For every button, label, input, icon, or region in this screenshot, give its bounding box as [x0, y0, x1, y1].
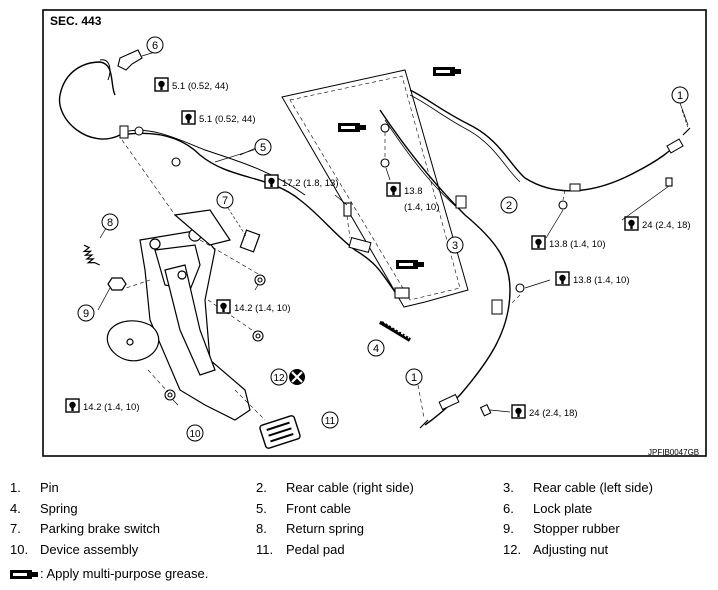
- legend-item: 12.Adjusting nut: [503, 542, 609, 557]
- grease-icon: [10, 570, 38, 580]
- svg-text:7: 7: [222, 195, 228, 207]
- stopper-rubber: [107, 277, 127, 291]
- torque-wrench-icon: [386, 182, 401, 197]
- svg-text:4: 4: [373, 343, 379, 355]
- torque-wrench-icon: [264, 174, 279, 189]
- legend-item: 6.Lock plate: [503, 501, 593, 516]
- torque-label: 13.8 (1.4, 10): [549, 239, 606, 250]
- svg-text:3: 3: [452, 240, 458, 252]
- callout-1-bottom: 1: [405, 368, 423, 386]
- legend-item: 2.Rear cable (right side): [256, 480, 414, 495]
- callout-7: 7: [216, 191, 234, 209]
- figure-code: JPFIB0047GB: [648, 448, 699, 457]
- grease-icon: [433, 67, 461, 76]
- torque-label: 5.1 (0.52, 44): [172, 81, 229, 92]
- svg-text:1: 1: [411, 372, 417, 384]
- legend-item: 7.Parking brake switch: [10, 521, 160, 536]
- torque-label: 24 (2.4, 18): [642, 220, 691, 231]
- torque-label: (1.4, 10): [404, 202, 439, 213]
- svg-text:1: 1: [677, 90, 683, 102]
- torque-wrench-icon: [624, 216, 639, 231]
- legend-item: 4.Spring: [10, 501, 78, 516]
- svg-text:5: 5: [260, 142, 266, 154]
- grease-note-text: : Apply multi-purpose grease.: [40, 566, 209, 581]
- grease-icon: [338, 123, 366, 132]
- torque-label: 14.2 (1.4, 10): [83, 402, 140, 413]
- svg-text:12: 12: [273, 373, 285, 384]
- svg-text:11: 11: [325, 416, 336, 427]
- torque-wrench-icon: [154, 77, 169, 92]
- callout-4: 4: [367, 339, 385, 357]
- svg-text:10: 10: [189, 429, 201, 440]
- detail-inset-outline: [281, 69, 469, 308]
- svg-text:2: 2: [506, 200, 512, 212]
- legend-item: 11.Pedal pad: [256, 542, 345, 557]
- callout-1-right: 1: [671, 86, 689, 104]
- torque-label: 24 (2.4, 18): [529, 408, 578, 419]
- callout-11: 11: [321, 411, 339, 429]
- diagram-frame: [42, 9, 707, 457]
- rear-cable-right: [409, 89, 681, 192]
- svg-text:8: 8: [107, 217, 113, 229]
- legend-item: 5.Front cable: [256, 501, 352, 516]
- torque-wrench-icon: [511, 404, 526, 419]
- svg-text:6: 6: [152, 40, 158, 52]
- torque-wrench-icon: [555, 271, 570, 286]
- lock-plate: [117, 49, 143, 71]
- grease-note: : Apply multi-purpose grease.: [10, 566, 208, 581]
- callout-12: 12: [270, 368, 288, 386]
- torque-label: 14.2 (1.4, 10): [234, 303, 291, 314]
- callout-6: 6: [146, 36, 164, 54]
- pedal-device-assembly: [106, 209, 251, 421]
- torque-label: 13.8 (1.4, 10): [573, 275, 630, 286]
- grease-icon: [396, 260, 424, 269]
- front-cable: [58, 61, 121, 140]
- callout-2: 2: [500, 196, 518, 214]
- parking-brake-switch: [227, 207, 261, 253]
- pedal-pad: [259, 415, 301, 449]
- legend-item: 1.Pin: [10, 480, 59, 495]
- legend-item: 8.Return spring: [256, 521, 365, 536]
- return-spring: [82, 244, 100, 266]
- legend-item: 3.Rear cable (left side): [503, 480, 653, 495]
- torque-label: 13.8: [404, 186, 423, 197]
- torque-wrench-icon: [65, 398, 80, 413]
- parking-brake-diagram: SEC. 443 JPFIB0047GB: [42, 9, 707, 457]
- torque-wrench-icon: [181, 110, 196, 125]
- torque-label: 5.1 (0.52, 44): [199, 114, 256, 125]
- callout-8: 8: [101, 213, 119, 231]
- callout-9: 9: [77, 304, 95, 322]
- torque-wrench-icon: [531, 235, 546, 250]
- do-not-reuse-icon: [289, 369, 305, 385]
- callout-3: 3: [446, 236, 464, 254]
- svg-text:9: 9: [83, 308, 89, 320]
- callout-10: 10: [186, 424, 204, 442]
- torque-label: 17.2 (1.8, 13): [282, 178, 339, 189]
- callout-5: 5: [254, 138, 272, 156]
- torque-wrench-icon: [216, 299, 231, 314]
- legend-item: 10.Device assembly: [10, 542, 139, 557]
- section-label: SEC. 443: [50, 14, 102, 28]
- legend-item: 9.Stopper rubber: [503, 521, 620, 536]
- cable-spring: [378, 320, 412, 342]
